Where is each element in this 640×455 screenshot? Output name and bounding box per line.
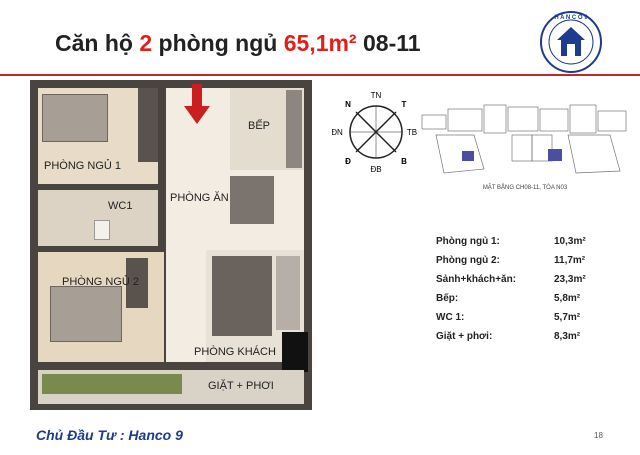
minimap-caption: MẶT BẰNG CH08-11, TÒA N03	[483, 183, 568, 191]
area-row: Bếp: 5,8m²	[436, 293, 596, 304]
title-area: 65,1m²	[283, 30, 357, 56]
wardrobe-2	[126, 258, 148, 308]
label-bedroom-1: PHÒNG NGỦ 1	[44, 160, 122, 172]
label-wc-1: WC1	[108, 200, 133, 212]
page-title: Căn hộ 2 phòng ngủ 65,1m² 08-11	[55, 30, 421, 57]
title-prefix: Căn hộ	[55, 30, 133, 56]
compass-db: ĐB	[370, 165, 381, 174]
area-row: Giặt + phơi: 8,3m²	[436, 331, 596, 342]
area-row: WC 1: 5,7m²	[436, 312, 596, 323]
area-value: 5,8m²	[554, 293, 581, 304]
unit-highlight-left	[462, 151, 474, 161]
area-value: 23,3m²	[554, 274, 586, 285]
label-kitchen: BẾP	[248, 120, 271, 132]
area-row: Sảnh+khách+ăn: 23,3m²	[436, 274, 596, 285]
area-row: Phòng ngủ 2: 11,7m²	[436, 255, 596, 266]
area-label: WC 1:	[436, 312, 465, 323]
wardrobe-1	[138, 88, 158, 162]
sofa	[276, 256, 300, 330]
floor-plan: PHÒNG NGỦ 1 WC1 BẾP PHÒNG ĂN PHÒNG NGỦ 2…	[30, 80, 312, 410]
compass-icon: TN N T ĐN TB Đ B ĐB	[332, 91, 417, 174]
tv-block	[282, 332, 308, 372]
compass-tb: TB	[407, 128, 417, 137]
label-balcony: GIẶT + PHƠI	[208, 380, 274, 392]
title-room-count: 2	[139, 30, 153, 56]
area-label: Phòng ngủ 2:	[436, 255, 500, 266]
toilet-fixture	[94, 220, 110, 240]
area-row: Phòng ngủ 1: 10,3m²	[436, 236, 596, 247]
compass-tn: TN	[371, 91, 382, 100]
area-value: 11,7m²	[554, 255, 586, 266]
label-dining: PHÒNG ĂN	[170, 192, 229, 204]
title-underline	[0, 74, 640, 76]
area-value: 8,3m²	[554, 331, 581, 342]
kitchen-counter	[286, 90, 302, 168]
area-label: Giặt + phơi:	[436, 331, 493, 342]
unit-highlight-right	[548, 149, 562, 161]
area-label: Bếp:	[436, 293, 459, 304]
svg-text:H A N C O 9: H A N C O 9	[554, 15, 588, 21]
page-number: 18	[594, 431, 603, 440]
rug	[212, 256, 272, 336]
area-value: 10,3m²	[554, 236, 586, 247]
title-room-type: phòng ngủ	[158, 30, 278, 56]
area-label: Sảnh+khách+ăn:	[436, 274, 517, 285]
developer-footer: Chủ Đầu Tư : Hanco 9	[36, 427, 183, 443]
building-floor-map: MẶT BẰNG CH08-11, TÒA N03	[421, 104, 627, 191]
compass-d: Đ	[345, 157, 351, 166]
compass-dn: ĐN	[332, 128, 343, 137]
label-bedroom-2: PHÒNG NGỦ 2	[62, 276, 140, 288]
compass-b: B	[401, 157, 407, 166]
bed-1	[42, 94, 108, 142]
area-label: Phòng ngủ 1:	[436, 236, 500, 247]
compass-t: T	[402, 100, 407, 109]
label-living: PHÒNG KHÁCH	[194, 346, 276, 358]
title-unit-code: 08-11	[362, 30, 421, 56]
hanco-logo: H A N C O 9	[540, 11, 602, 73]
dining-table	[230, 176, 274, 224]
entrance-arrow-icon	[184, 84, 210, 124]
area-value: 5,7m²	[554, 312, 581, 323]
compass-n: N	[345, 100, 351, 109]
bed-2	[50, 286, 122, 342]
planter	[42, 374, 182, 394]
